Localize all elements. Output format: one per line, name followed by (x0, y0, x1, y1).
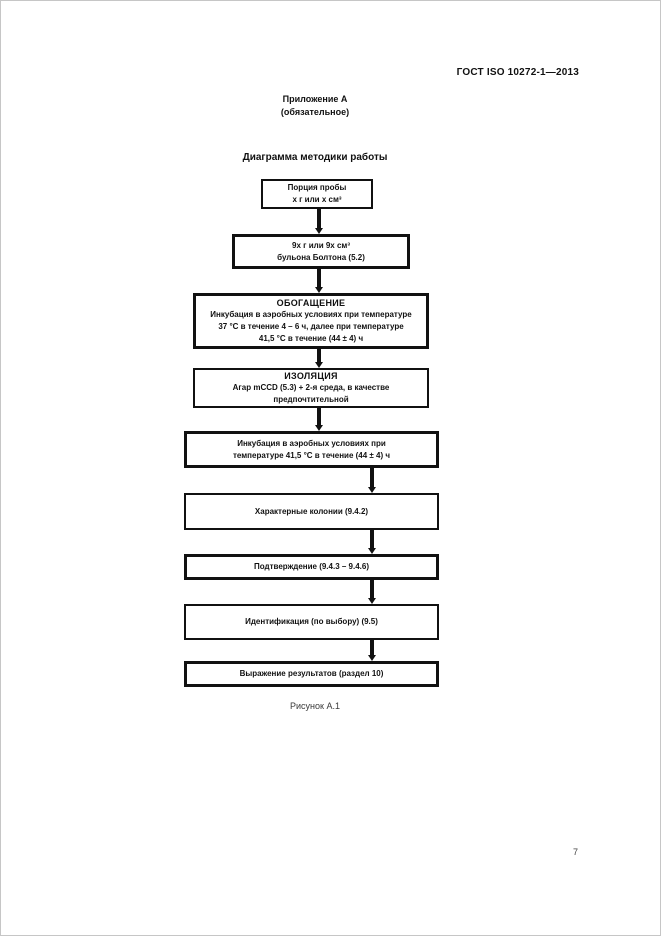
flow-box-bolton-broth: 9x г или 9x см³ бульона Болтона (5.2) (232, 234, 410, 269)
box-line: Идентификация (по выбору) (9.5) (245, 617, 378, 626)
box-line: Характерные колонии (9.4.2) (254, 506, 369, 516)
box-title: ИЗОЛЯЦИЯ (284, 371, 338, 381)
box-title: ОБОГАЩЕНИЕ (276, 298, 346, 308)
box-line: Агар mCCD (5.3) + 2-я среда, в качестве (232, 383, 390, 392)
flow-connector-arrow-down-icon (367, 580, 376, 604)
flow-connector-arrow-down-icon (314, 269, 323, 293)
box-line: 9x г или 9x см³ (292, 240, 350, 250)
flow-box-isolation: ИЗОЛЯЦИЯ Агар mCCD (5.3) + 2-я среда, в … (193, 368, 429, 408)
box-line: 37 °С в течение 4 – 6 ч, далее при темпе… (218, 322, 404, 331)
box-line: Порция пробы (287, 183, 347, 192)
flow-connector-arrow-down-icon (314, 209, 323, 234)
flow-box-confirmation: Подтверждение (9.4.3 – 9.4.6) (184, 554, 439, 580)
box-line: Выражение результатов (раздел 10) (239, 669, 384, 678)
flow-box-identification: Идентификация (по выбору) (9.5) (184, 604, 439, 640)
figure-caption: Рисунок А.1 (290, 701, 340, 711)
flow-box-results-expression: Выражение результатов (раздел 10) (184, 661, 439, 687)
box-line: предпочтительной (273, 395, 349, 404)
document-header: ГОСТ ISO 10272-1—2013 (456, 67, 579, 78)
flow-connector-arrow-down-icon (367, 640, 376, 661)
page-number: 7 (573, 847, 579, 857)
flow-connector-arrow-down-icon (314, 349, 323, 368)
flow-box-characteristic-colonies: Характерные колонии (9.4.2) (184, 493, 439, 530)
box-line: бульона Болтона (5.2) (277, 252, 365, 262)
box-line: x г или x см³ (292, 195, 342, 204)
box-line: Инкубация в аэробных условиях при темпер… (210, 310, 412, 319)
flow-box-incubation: Инкубация в аэробных условиях при темпер… (184, 431, 439, 468)
annex-title: Приложение А (282, 94, 348, 104)
annex-heading: Приложение А (обязательное) (1, 93, 629, 119)
diagram-title: Диаграмма методики работы (242, 152, 388, 163)
flow-connector-arrow-down-icon (367, 468, 376, 493)
box-line: Инкубация в аэробных условиях при (237, 438, 386, 448)
box-line: температуре 41,5 °С в течение (44 ± 4) ч (232, 450, 390, 460)
flow-connector-arrow-down-icon (314, 408, 323, 431)
box-line: 41,5 °С в течение (44 ± 4) ч (258, 334, 364, 343)
annex-subtitle: (обязательное) (280, 107, 350, 117)
flow-connector-arrow-down-icon (367, 530, 376, 554)
flow-box-enrichment: ОБОГАЩЕНИЕ Инкубация в аэробных условиях… (193, 293, 429, 349)
box-line: Подтверждение (9.4.3 – 9.4.6) (254, 562, 369, 571)
flow-box-sample-portion: Порция пробы x г или x см³ (261, 179, 373, 209)
